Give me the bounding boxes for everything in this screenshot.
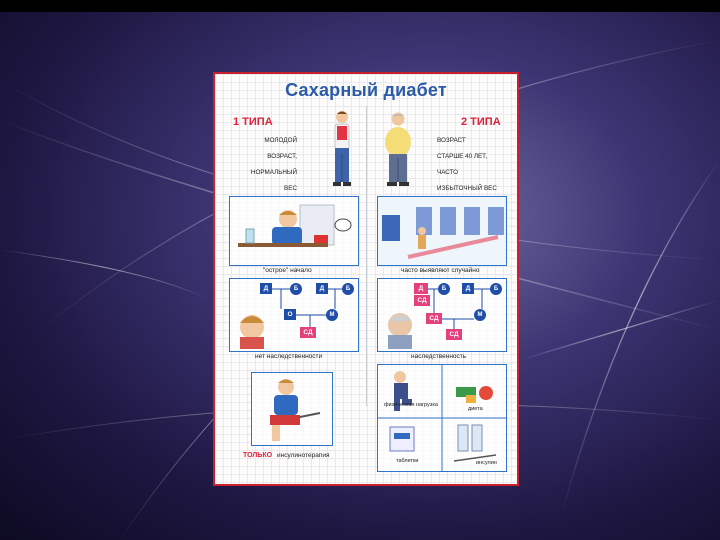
type1-desc-1: МОЛОДОЙ (264, 137, 297, 144)
type2-desc-1: ВОЗРАСТ (437, 137, 466, 144)
pedigree-sd: СД (446, 329, 462, 340)
type2-treatment-grid (378, 365, 506, 471)
type2-desc-3: ЧАСТО (437, 169, 459, 176)
pills-caption: таблетки (396, 458, 419, 464)
pedigree-b: Б (342, 283, 354, 295)
top-bar (0, 0, 720, 12)
exercise-caption: физическая нагрузка (384, 402, 438, 408)
type2-treatment-panel: физическая нагрузка диета таблетки инсул… (377, 364, 507, 472)
young-man-illustration (333, 111, 351, 186)
type2-desc-4: ИЗБЫТОЧНЫЙ ВЕС (437, 185, 497, 192)
insulin-injection-illustration (270, 379, 321, 441)
pedigree-d: Д (414, 283, 428, 294)
insulin-caption: инсулин (476, 460, 497, 466)
type2-onset-panel (377, 196, 507, 266)
treatment-only-label: ТОЛЬКО (243, 452, 273, 459)
type1-onset-caption: "острое" начало (263, 267, 312, 274)
pedigree-b: Б (438, 283, 450, 295)
type1-heredity-panel: Д Б Д Б О М СД (229, 278, 359, 352)
type2-label: 2 ТИПА (461, 116, 501, 128)
pedigree-lines (240, 288, 342, 349)
pedigree-d: Д (260, 283, 272, 294)
clinic-corridor-illustration (378, 197, 506, 265)
pedigree-sd: СД (414, 295, 430, 306)
pedigree-o: О (284, 309, 296, 320)
type1-onset-panel (229, 196, 359, 266)
center-divider (366, 106, 367, 406)
type1-treatment-panel (251, 372, 333, 446)
pedigree-b: Б (290, 283, 302, 295)
type1-heredity-caption: нет наследственности (255, 353, 323, 360)
diet-caption: диета (468, 406, 483, 412)
type1-desc-4: ВЕС (284, 185, 297, 192)
type1-desc-3: НОРМАЛЬНЫЙ (250, 169, 297, 176)
type2-onset-caption: часто выявляют случайно (401, 267, 480, 274)
type2-heredity-caption: наследственность (411, 353, 467, 360)
pedigree-d: Д (462, 283, 474, 294)
older-man-illustration (385, 112, 411, 186)
pedigree-b: Б (490, 283, 502, 295)
diabetes-poster: Сахарный диабет 1 ТИПА 2 ТИПА МОЛОДОЙ ВО… (213, 72, 519, 486)
poster-title: Сахарный диабет (285, 80, 447, 100)
type1-treatment-caption: инсулинотерапия (277, 452, 330, 459)
pedigree-d: Д (316, 283, 328, 294)
type2-desc-2: СТАРШЕ 40 ЛЕТ, (437, 153, 488, 160)
pedigree-m: М (326, 309, 338, 321)
pedigree-sd: СД (300, 327, 316, 338)
pedigree-m: М (474, 309, 486, 321)
type1-desc-2: ВОЗРАСТ, (267, 153, 297, 160)
pedigree-lines (388, 288, 490, 349)
pedigree-sd: СД (426, 313, 442, 324)
type2-heredity-panel: Д Б Д Б СД СД М СД (377, 278, 507, 352)
thirsty-man-illustration (238, 204, 352, 247)
type1-label: 1 ТИПА (233, 116, 273, 128)
